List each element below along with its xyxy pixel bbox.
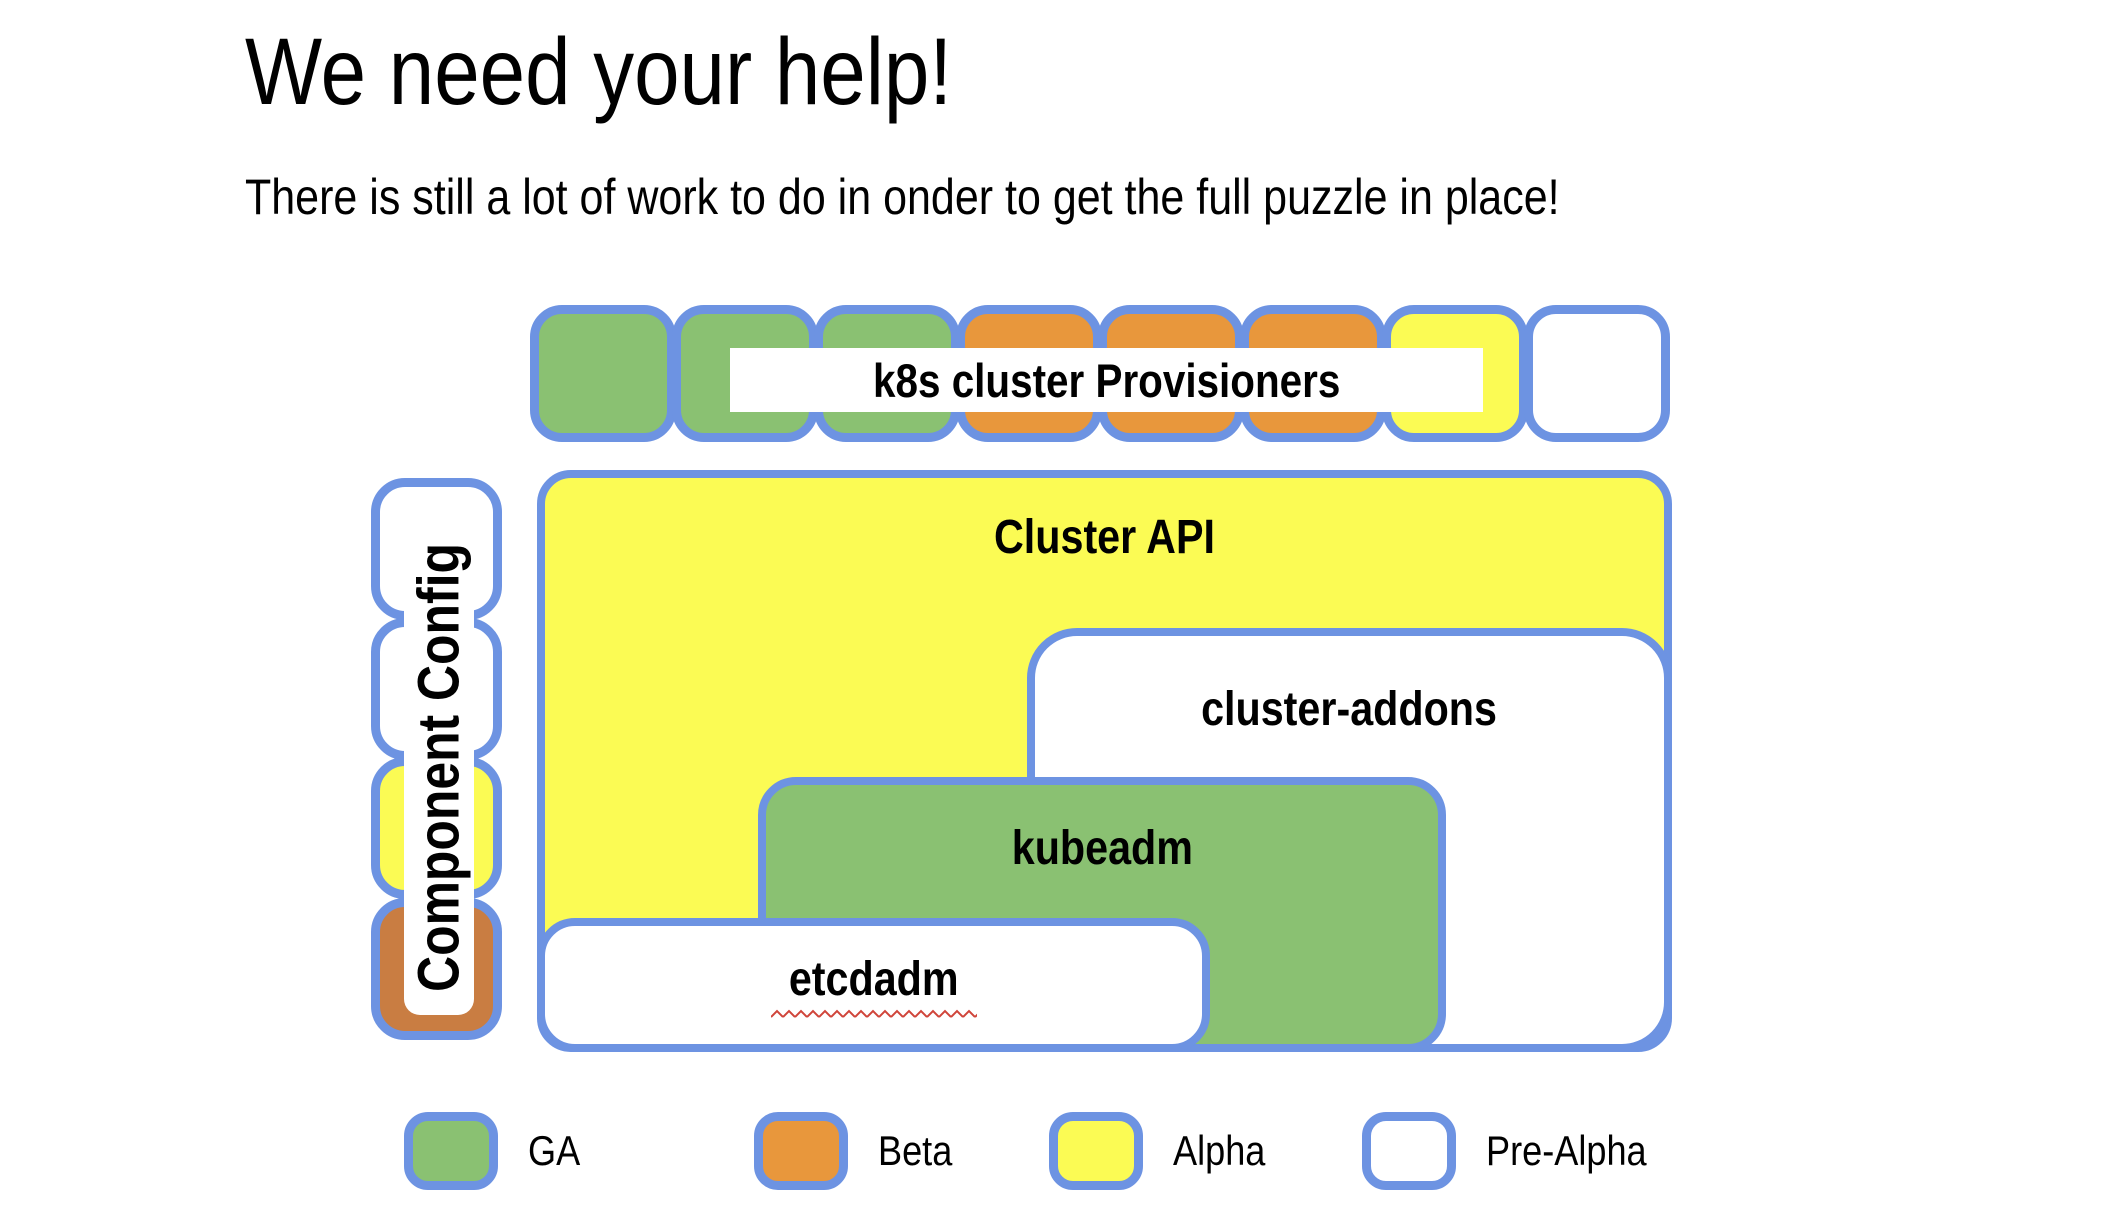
block-cluster-api-label-row: Cluster API: [545, 510, 1664, 565]
legend-swatch-pre-alpha: [1362, 1112, 1456, 1190]
legend-label-ga: GA: [528, 1127, 589, 1175]
provisioners-label: k8s cluster Provisioners: [872, 353, 1341, 407]
legend-label-alpha: Alpha: [1173, 1127, 1280, 1175]
block-cluster-addons-label-row: cluster-addons: [1035, 682, 1664, 737]
legend-swatch-beta: [754, 1112, 848, 1190]
block-kubeadm-label: kubeadm: [1011, 822, 1193, 875]
block-etcdadm-label: etcdadm: [788, 952, 959, 1006]
legend-label-pre-alpha-text: Pre-Alpha: [1486, 1127, 1647, 1174]
legend-label-beta: Beta: [878, 1127, 964, 1175]
block-cluster-api-label: Cluster API: [994, 511, 1215, 564]
provisioners-label-box: k8s cluster Provisioners: [730, 348, 1483, 412]
legend-swatch-alpha: [1049, 1112, 1143, 1190]
legend-item-beta: Beta: [754, 1112, 964, 1190]
page-title: We need your help!: [245, 18, 1067, 127]
legend-swatch-ga: [404, 1112, 498, 1190]
legend-item-alpha: Alpha: [1049, 1112, 1280, 1190]
component-config-label: Component Config: [406, 543, 472, 992]
component-config-label-box: Component Config: [404, 520, 474, 1015]
block-cluster-addons-label: cluster-addons: [1201, 683, 1498, 736]
page-subtitle-text: There is still a lot of work to do in on…: [245, 169, 1560, 225]
spellcheck-underline-icon: [770, 1008, 977, 1019]
legend-label-beta-text: Beta: [878, 1127, 953, 1174]
provisioner-tile-ga-1: [530, 305, 676, 442]
legend-label-pre-alpha: Pre-Alpha: [1486, 1127, 1673, 1175]
block-kubeadm-label-row: kubeadm: [766, 821, 1438, 876]
legend-item-ga: GA: [404, 1112, 589, 1190]
legend-item-pre-alpha: Pre-Alpha: [1362, 1112, 1673, 1190]
legend-label-ga-text: GA: [528, 1127, 581, 1174]
legend-label-alpha-text: Alpha: [1173, 1127, 1266, 1174]
page-subtitle: There is still a lot of work to do in on…: [245, 168, 1774, 226]
page-title-text: We need your help!: [245, 19, 953, 125]
block-etcdadm: etcdadm: [537, 918, 1210, 1052]
block-etcdadm-label-row: etcdadm: [545, 952, 1202, 1007]
provisioner-tile-pre-alpha: [1524, 305, 1670, 442]
